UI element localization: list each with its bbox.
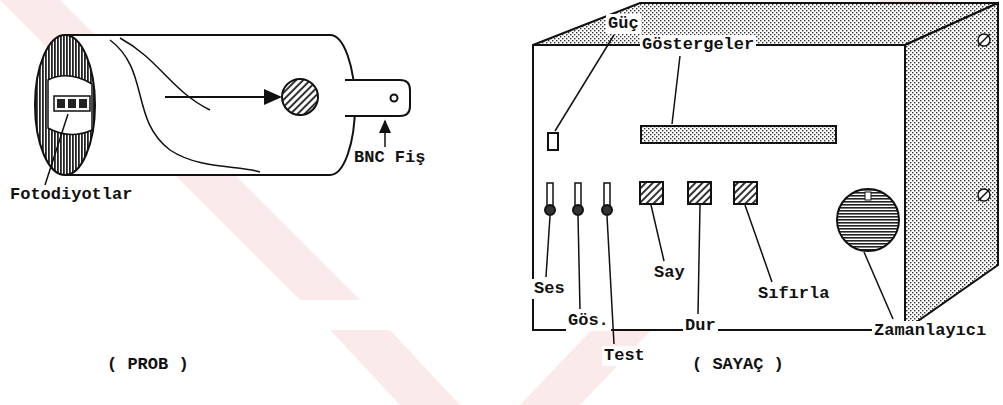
part-label: Göstergeler [640,35,756,55]
part-label: Güç [606,14,641,34]
part-label: Test [602,346,647,366]
part-label: Say [652,263,687,283]
figure-caption: ( PROB ) [105,355,191,375]
part-label: Zamanlayıcı [872,321,988,341]
figure-caption: ( SAYAÇ ) [690,355,786,375]
watermark [0,0,940,405]
part-label: Gös. [566,311,611,331]
part-label: Ses [532,279,567,299]
part-label: Fotodiyotlar [8,185,134,205]
part-label: BNC Fiş [352,148,427,168]
part-label: Dur [683,316,718,336]
part-label: Sıfırla [756,284,831,304]
counter-drawing [533,3,998,344]
